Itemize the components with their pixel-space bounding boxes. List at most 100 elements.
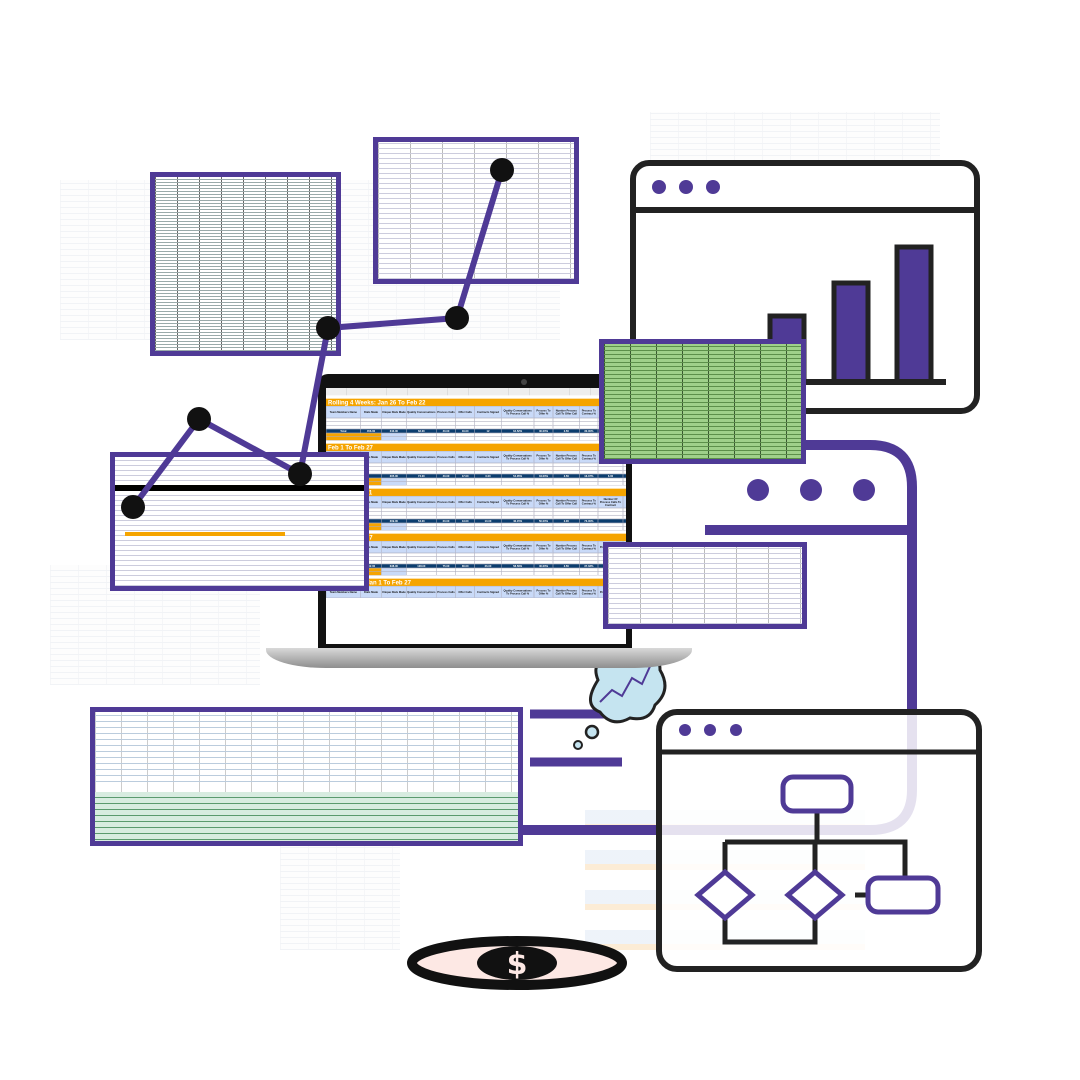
table-cell[interactable] <box>579 421 598 426</box>
table-cell[interactable] <box>622 470 626 474</box>
table-cell[interactable] <box>406 462 437 467</box>
table-cell[interactable] <box>474 421 502 426</box>
table-cell[interactable] <box>579 511 598 516</box>
table-cell[interactable] <box>474 507 502 512</box>
table-cell[interactable] <box>501 421 534 426</box>
table-cell[interactable] <box>381 552 407 557</box>
table-cell[interactable] <box>533 417 553 422</box>
table-cell[interactable] <box>533 470 553 474</box>
table-cell[interactable] <box>501 425 534 429</box>
table-cell[interactable] <box>455 556 475 561</box>
table-cell[interactable] <box>436 421 456 426</box>
table-cell[interactable] <box>501 552 534 557</box>
table-cell[interactable] <box>455 421 475 426</box>
table-cell[interactable] <box>474 556 502 561</box>
table-cell[interactable] <box>406 421 437 426</box>
table-cell[interactable] <box>552 515 580 519</box>
table-cell[interactable] <box>552 556 580 561</box>
table-cell[interactable] <box>455 507 475 512</box>
table-cell[interactable] <box>474 425 502 429</box>
table-cell[interactable] <box>533 466 553 471</box>
table-cell[interactable] <box>436 560 456 564</box>
table-cell[interactable] <box>381 421 407 426</box>
table-cell[interactable] <box>436 552 456 557</box>
table-cell[interactable] <box>552 466 580 471</box>
screenshot-thumbnail-1[interactable] <box>150 172 341 356</box>
table-cell[interactable] <box>406 556 437 561</box>
table-cell[interactable] <box>533 556 553 561</box>
table-cell[interactable] <box>455 466 475 471</box>
table-cell[interactable] <box>381 511 407 516</box>
table-cell[interactable] <box>381 556 407 561</box>
table-cell[interactable] <box>381 560 407 564</box>
table-cell[interactable] <box>579 556 598 561</box>
table-cell[interactable] <box>474 470 502 474</box>
table-cell[interactable] <box>455 560 475 564</box>
table-cell[interactable] <box>501 515 534 519</box>
table-cell[interactable] <box>381 417 407 422</box>
table-cell[interactable] <box>597 466 623 471</box>
table-cell[interactable] <box>406 511 437 516</box>
table-cell[interactable] <box>436 556 456 561</box>
table-cell[interactable] <box>533 462 553 467</box>
screenshot-thumbnail-4[interactable] <box>599 339 806 464</box>
table-cell[interactable] <box>474 462 502 467</box>
table-cell[interactable] <box>579 466 598 471</box>
table-cell[interactable] <box>622 466 626 471</box>
table-cell[interactable] <box>533 552 553 557</box>
table-cell[interactable] <box>436 466 456 471</box>
table-cell[interactable] <box>501 470 534 474</box>
table-cell[interactable] <box>406 560 437 564</box>
table-cell[interactable] <box>552 425 580 429</box>
table-cell[interactable] <box>579 515 598 519</box>
table-cell[interactable] <box>474 560 502 564</box>
table-cell[interactable] <box>474 466 502 471</box>
table-cell[interactable] <box>501 466 534 471</box>
table-cell[interactable] <box>552 552 580 557</box>
table-cell[interactable] <box>406 466 437 471</box>
screenshot-thumbnail-5[interactable] <box>603 542 807 629</box>
table-cell[interactable] <box>436 425 456 429</box>
table-cell[interactable] <box>579 560 598 564</box>
table-cell[interactable] <box>533 560 553 564</box>
table-cell[interactable] <box>622 511 626 516</box>
table-cell[interactable] <box>552 417 580 422</box>
table-cell[interactable] <box>455 515 475 519</box>
table-cell[interactable] <box>533 425 553 429</box>
table-cell[interactable] <box>436 417 456 422</box>
table-cell[interactable] <box>381 470 407 474</box>
table-cell[interactable] <box>406 515 437 519</box>
table-cell[interactable] <box>326 417 361 422</box>
table-cell[interactable] <box>455 462 475 467</box>
table-cell[interactable] <box>501 556 534 561</box>
table-cell[interactable] <box>406 425 437 429</box>
table-cell[interactable] <box>436 507 456 512</box>
table-cell[interactable] <box>360 417 382 422</box>
table-cell[interactable] <box>381 425 407 429</box>
table-cell[interactable] <box>501 560 534 564</box>
table-cell[interactable] <box>579 507 598 512</box>
table-cell[interactable] <box>455 417 475 422</box>
table-cell[interactable] <box>474 417 502 422</box>
screenshot-thumbnail-6[interactable] <box>90 707 523 846</box>
table-cell[interactable] <box>579 470 598 474</box>
table-cell[interactable] <box>406 552 437 557</box>
table-cell[interactable] <box>597 515 623 519</box>
table-cell[interactable] <box>360 425 382 429</box>
table-cell[interactable] <box>552 511 580 516</box>
table-cell[interactable] <box>474 515 502 519</box>
table-cell[interactable] <box>406 507 437 512</box>
table-cell[interactable] <box>436 470 456 474</box>
table-cell[interactable] <box>326 421 361 426</box>
table-cell[interactable] <box>533 507 553 512</box>
table-cell[interactable] <box>552 470 580 474</box>
table-cell[interactable] <box>533 421 553 426</box>
table-cell[interactable] <box>552 507 580 512</box>
table-cell[interactable] <box>455 552 475 557</box>
table-cell[interactable] <box>406 417 437 422</box>
table-cell[interactable] <box>501 507 534 512</box>
table-cell[interactable] <box>597 511 623 516</box>
table-cell[interactable] <box>406 470 437 474</box>
table-cell[interactable] <box>474 552 502 557</box>
table-cell[interactable] <box>501 417 534 422</box>
